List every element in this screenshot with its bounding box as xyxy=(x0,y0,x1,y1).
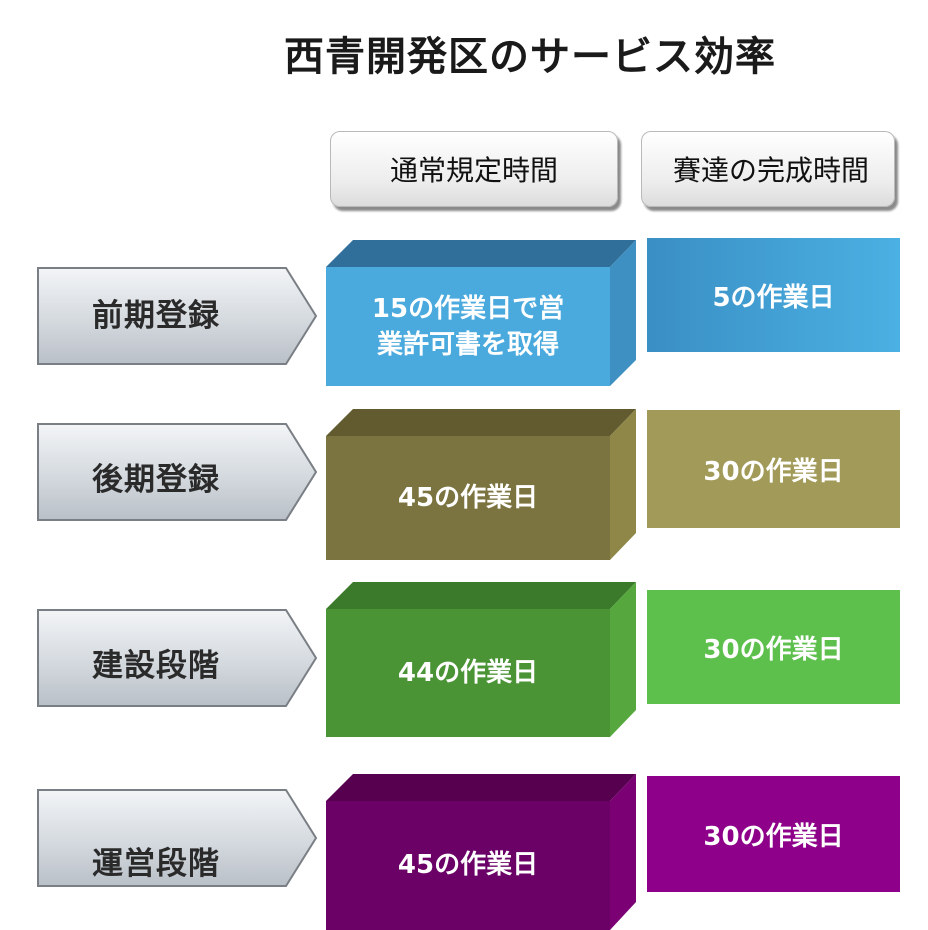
normal-box-1 xyxy=(326,240,636,386)
normal-box-4 xyxy=(326,774,636,930)
row-label-1: 前期登録 xyxy=(92,297,220,334)
row-arrow-4 xyxy=(37,789,318,887)
row-label-3: 建設段階 xyxy=(92,647,220,684)
header-fast-time: 賽達の完成時間 xyxy=(641,131,895,207)
normal-box-2 xyxy=(326,409,636,560)
normal-text-3: 44の作業日 xyxy=(397,658,539,688)
row-arrow-2 xyxy=(37,423,318,521)
fast-box-1: 5の作業日 xyxy=(647,238,900,352)
fast-box-3: 30の作業日 xyxy=(647,590,900,704)
header-normal-time: 通常規定時間 xyxy=(330,131,618,207)
row-arrow-1 xyxy=(37,267,318,365)
normal-box-3 xyxy=(326,582,636,737)
row-arrow-3 xyxy=(37,609,318,707)
row-label-2: 後期登録 xyxy=(92,461,220,498)
normal-text-2: 45の作業日 xyxy=(397,483,539,513)
fast-box-2: 30の作業日 xyxy=(647,410,900,528)
fast-box-4: 30の作業日 xyxy=(647,776,900,892)
normal-text-4: 45の作業日 xyxy=(397,850,539,880)
page-title: 西青開発区のサービス効率 xyxy=(284,34,776,80)
row-label-4: 運営段階 xyxy=(92,845,220,882)
normal-text-1: 15の作業日で営業許可書を取得 xyxy=(371,293,565,360)
